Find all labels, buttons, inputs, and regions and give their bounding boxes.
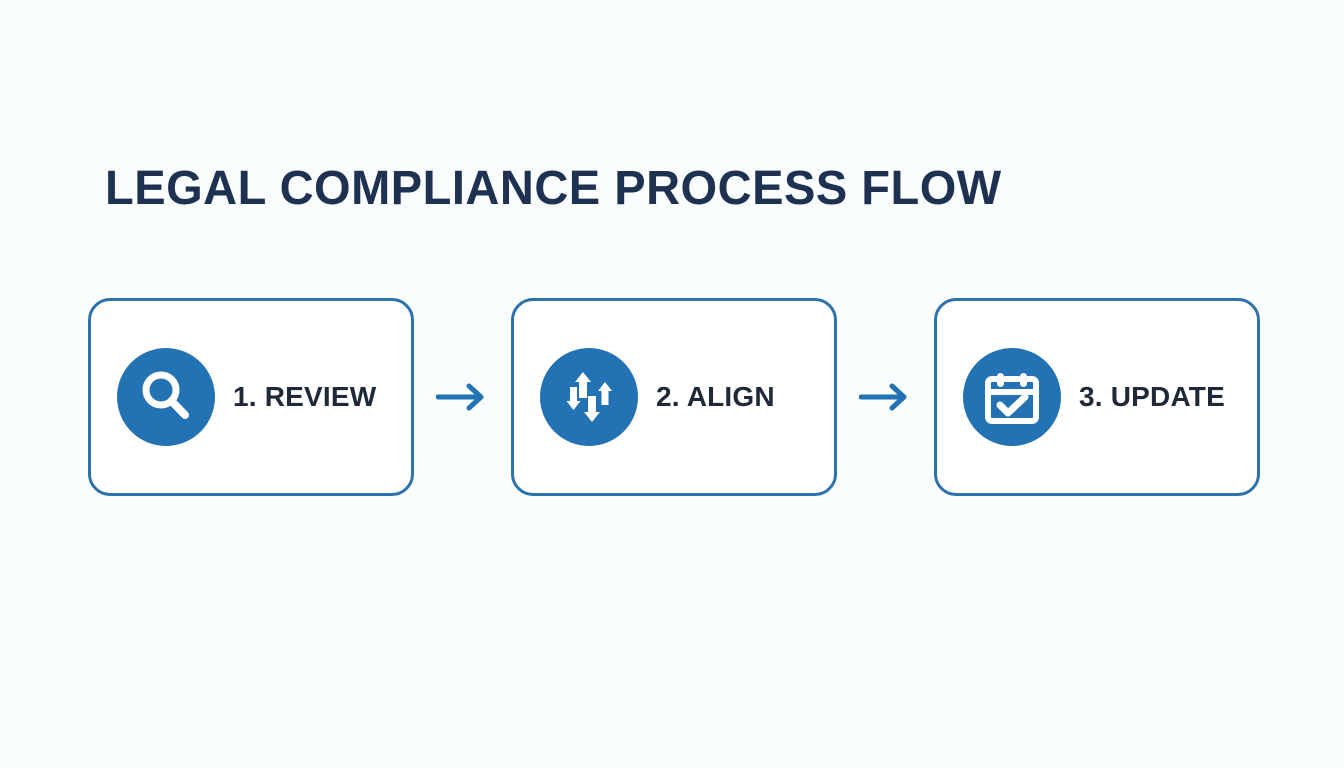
step-card-review[interactable]: 1. REVIEW <box>88 298 414 496</box>
connector-review-to-align <box>414 380 511 414</box>
process-flow: 1. REVIEW 2. ALIGN <box>88 297 1260 497</box>
page-title: LEGAL COMPLIANCE PROCESS FLOW <box>105 162 1002 215</box>
four-arrows-align-icon <box>540 348 638 446</box>
step-label: 2. ALIGN <box>656 381 775 412</box>
step-label: 1. REVIEW <box>233 381 377 412</box>
magnifier-icon <box>117 348 215 446</box>
calendar-check-icon <box>963 348 1061 446</box>
step-card-align[interactable]: 2. ALIGN <box>511 298 837 496</box>
step-card-update[interactable]: 3. UPDATE <box>934 298 1260 496</box>
arrow-right-icon <box>858 380 913 414</box>
connector-align-to-update <box>837 380 934 414</box>
arrow-right-icon <box>435 380 490 414</box>
step-label: 3. UPDATE <box>1079 381 1225 412</box>
